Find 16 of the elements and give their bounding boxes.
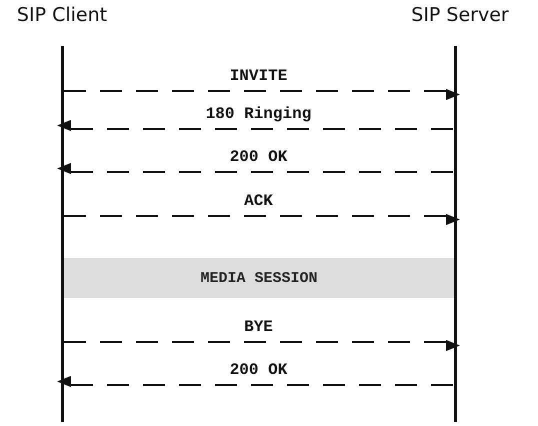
message-arrow <box>64 340 460 352</box>
session-band <box>64 258 454 298</box>
band-label: MEDIA SESSION <box>200 270 318 286</box>
message-arrow <box>57 376 453 388</box>
message-label: ACK <box>244 192 273 210</box>
message-arrow <box>57 162 453 174</box>
participant-name: SIP Client <box>16 4 108 26</box>
message-label: 200 OK <box>230 148 288 166</box>
message-label: BYE <box>244 318 273 336</box>
message-arrow <box>64 88 460 100</box>
message-label: 180 Ringing <box>206 105 312 123</box>
message-label: 200 OK <box>230 361 288 379</box>
message-label: INVITE <box>230 67 288 85</box>
participant-name: SIP Server <box>410 4 510 26</box>
message-arrow <box>57 120 453 132</box>
message-arrow <box>64 214 460 226</box>
